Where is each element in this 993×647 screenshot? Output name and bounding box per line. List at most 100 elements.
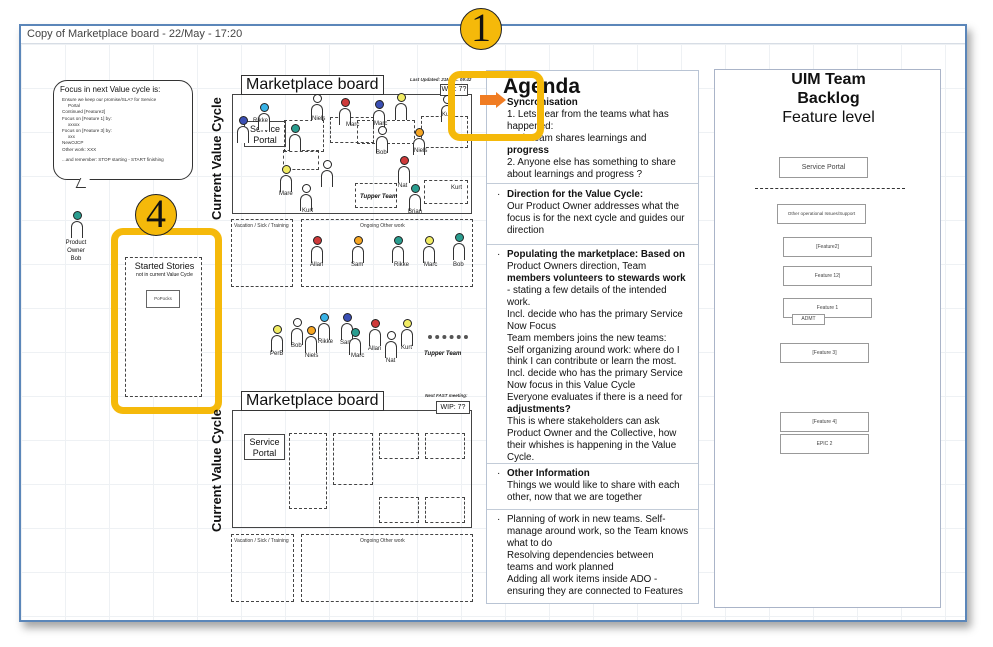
person-avatar[interactable] (289, 318, 305, 348)
product-owner-label: Product Owner Bob (65, 240, 87, 262)
person-name: Marc (374, 121, 388, 127)
person-avatar[interactable] (339, 313, 355, 343)
person-avatar[interactable] (235, 116, 251, 146)
work-item-box[interactable] (283, 150, 319, 170)
agenda-line: adjustments? (507, 404, 571, 416)
person-avatar[interactable] (451, 233, 467, 263)
agenda-line: teams and work planned (507, 561, 614, 573)
person-avatar[interactable] (278, 165, 294, 195)
person-avatar[interactable] (407, 184, 423, 214)
person-name: Bob (453, 262, 464, 268)
service-portal-card-bottom[interactable]: Service Portal (244, 434, 285, 460)
person-avatar[interactable] (421, 236, 437, 266)
work-item-box[interactable] (355, 183, 397, 208)
backlog-card[interactable]: [Feature 3] (780, 343, 869, 363)
person-avatar[interactable] (287, 124, 303, 154)
person-avatar[interactable] (350, 236, 366, 266)
person-avatar[interactable] (337, 98, 353, 128)
person-name: Rikke (394, 262, 410, 268)
work-item-box[interactable] (330, 117, 374, 143)
person-avatar[interactable] (383, 331, 399, 361)
backlog-title-2: Backlog (797, 90, 860, 107)
person-avatar[interactable] (374, 126, 390, 156)
person-avatar[interactable] (396, 156, 412, 186)
bullet-icon: · (497, 249, 501, 260)
focus-item: Ensure we keep our promise/SLA? for Serv… (62, 97, 157, 102)
backlog-card[interactable]: EPIC 2 (780, 434, 869, 454)
agenda-line: This is where stakeholders can ask (507, 416, 660, 428)
agenda-section-4: Other Information Things we would like t… (507, 468, 680, 504)
top-board-title[interactable]: Marketplace board (241, 75, 384, 95)
agenda-divider (487, 509, 698, 510)
person-avatar[interactable] (319, 160, 335, 190)
agenda-section-5: Planning of work in new teams. Self- man… (507, 514, 688, 598)
agenda-panel[interactable]: Agenda Syncronisation 1. Lets hear from … (486, 70, 699, 604)
vacation-area-bottom[interactable]: Vacation / Sick / Training (231, 534, 294, 602)
person-name: Kurt (451, 185, 463, 191)
person-avatar[interactable] (371, 100, 387, 130)
agenda-line: Things we would like to share with each (507, 479, 680, 491)
person-name: Niels (312, 116, 326, 122)
person-avatar[interactable] (347, 328, 363, 358)
backlog-card[interactable]: ADMT (792, 314, 825, 325)
work-item-box[interactable] (425, 433, 465, 459)
person-avatar[interactable] (309, 236, 325, 266)
backlog-card[interactable]: [Feature 4] (780, 412, 869, 432)
product-owner-avatar[interactable] (69, 211, 85, 241)
person-avatar[interactable] (303, 326, 319, 356)
ongoing-area-top[interactable]: Ongoing Other work (301, 219, 473, 287)
person-avatar[interactable] (256, 103, 272, 133)
person-avatar[interactable] (316, 313, 332, 343)
person-name: Niels (305, 353, 319, 359)
backlog-service-portal[interactable]: Service Portal (779, 157, 868, 178)
person-name: PerB (270, 351, 284, 357)
work-item-box[interactable] (333, 433, 373, 485)
bottom-board-title[interactable]: Marketplace board (241, 391, 384, 411)
bullet-icon: · (497, 189, 501, 200)
highlight-ring-1 (448, 71, 544, 141)
ongoing-area-bottom[interactable]: Ongoing Other work (301, 534, 473, 602)
backlog-divider (755, 188, 905, 189)
work-item-box[interactable] (379, 497, 419, 523)
agenda-line: what to do (507, 537, 553, 549)
backlog-title-3: Feature level (782, 109, 875, 126)
person-name: Rikke (318, 339, 334, 345)
agenda-section-2: Direction for the Value Cycle: Our Produ… (507, 189, 685, 237)
person-name: Sam (351, 262, 364, 268)
person-name: Brian (408, 209, 423, 215)
person-avatar[interactable] (309, 94, 325, 124)
agenda-line: Self organizing around work: where do I (507, 344, 680, 356)
backlog-title-1: UIM Team (791, 71, 866, 88)
ongoing-label: Ongoing Other work (360, 223, 405, 229)
person-avatar[interactable] (390, 236, 406, 266)
vacation-area-top[interactable]: Vacation / Sick / Training (231, 219, 293, 287)
story-card[interactable]: PoPocks (146, 290, 180, 308)
backlog-card[interactable]: [Feature2] (783, 237, 872, 257)
person-avatar[interactable] (411, 128, 427, 158)
work-item-box[interactable] (424, 180, 468, 204)
work-item-box[interactable] (284, 120, 324, 152)
work-item-box[interactable] (289, 433, 327, 509)
backlog-card[interactable]: Other operational Issues/Support (777, 204, 866, 224)
work-item-box[interactable] (379, 433, 419, 459)
work-item-box[interactable] (425, 497, 465, 523)
backlog-panel[interactable]: UIM Team Backlog Feature level Service P… (714, 69, 941, 608)
backlog-card[interactable]: Feature 1 (783, 298, 872, 318)
person-name: Allan (368, 346, 382, 352)
focus-item: NewOJCP (62, 140, 84, 146)
person-name: Nat (398, 183, 408, 189)
focus-item: Other work: XXX (62, 146, 97, 152)
person-avatar[interactable] (393, 93, 409, 123)
person-avatar[interactable] (399, 319, 415, 349)
person-avatar[interactable] (298, 184, 314, 214)
focus-speech-bubble[interactable]: Focus in next Value cycle is: Ensure we … (53, 80, 193, 180)
person-avatar[interactable] (367, 319, 383, 349)
backlog-card[interactable]: Feature 12| (783, 266, 872, 286)
started-stories-panel[interactable]: Started Stories not in current Value Cyc… (125, 257, 202, 397)
focus-item: Focus on [Feature 3] by: (62, 127, 112, 133)
last-updated: Last Updated: 21May... 09:42 (410, 77, 472, 82)
agenda-line: focus is for the next cycle and guides o… (507, 212, 685, 224)
person-avatar[interactable] (269, 325, 285, 355)
wip-limit-bottom[interactable]: WIP: 7? (436, 401, 470, 414)
person-name: Allan (310, 262, 324, 268)
